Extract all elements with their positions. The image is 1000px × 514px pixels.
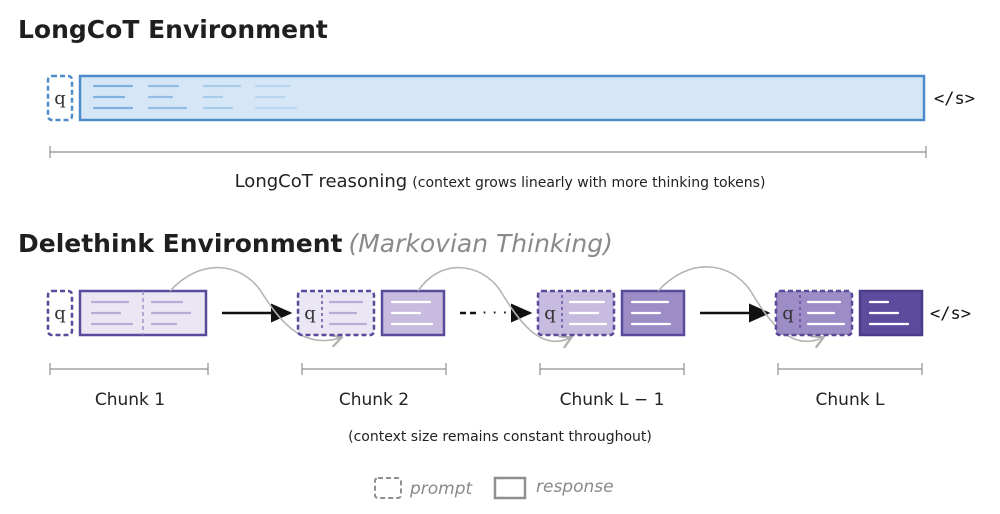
carryover-curve [417, 266, 574, 349]
prompt-q: q [54, 303, 66, 324]
legend-prompt-swatch [374, 477, 402, 499]
longcot-span-bracket [49, 146, 927, 158]
longcot-caption: LongCoT reasoning (context grows linearl… [0, 171, 1000, 192]
delethink-title-main: Delethink Environment [18, 229, 343, 258]
longcot-caption-main: LongCoT reasoning [234, 171, 408, 192]
chunk-label: Chunk L [816, 390, 885, 410]
legend-prompt-label: prompt [409, 479, 474, 499]
prompt-box [46, 74, 74, 122]
prompt-q: q [544, 303, 556, 324]
end-token: </s> [930, 304, 971, 324]
carryover-curve [657, 266, 826, 349]
prompt-box [46, 289, 74, 337]
legend: prompt response [374, 476, 614, 500]
longcot-sequence: q </s> [46, 74, 975, 122]
delethink-subtitle: (Markovian Thinking) [348, 229, 613, 258]
thinking-token-lines [92, 84, 298, 110]
chunk-label: Chunk 1 [95, 390, 165, 410]
end-token: </s> [934, 89, 975, 109]
chunk-label: Chunk 2 [339, 390, 409, 410]
legend-response-label: response [536, 477, 614, 497]
legend-response-swatch [493, 476, 527, 500]
chunk-2: q [296, 289, 446, 337]
prompt-q: q [304, 303, 316, 324]
chunk-l-minus-1: q [536, 289, 686, 337]
chunk-label: Chunk L − 1 [560, 390, 665, 410]
delethink-title: Delethink Environment(Markovian Thinking… [18, 229, 613, 258]
longcot-caption-note: (context grows linearly with more thinki… [412, 175, 766, 191]
delethink-caption: (context size remains constant throughou… [0, 426, 1000, 445]
prompt-q: q [782, 303, 794, 324]
longcot-title: LongCoT Environment [18, 15, 328, 44]
chunk-brackets [49, 363, 923, 375]
delethink-caption-note: (context size remains constant throughou… [348, 429, 652, 445]
carryover-curve [169, 266, 344, 348]
continuation-dots: · · · [482, 303, 507, 322]
chunk-1: q [46, 289, 208, 337]
prompt-q: q [54, 88, 66, 109]
chunk-l: q </s> [774, 289, 971, 337]
